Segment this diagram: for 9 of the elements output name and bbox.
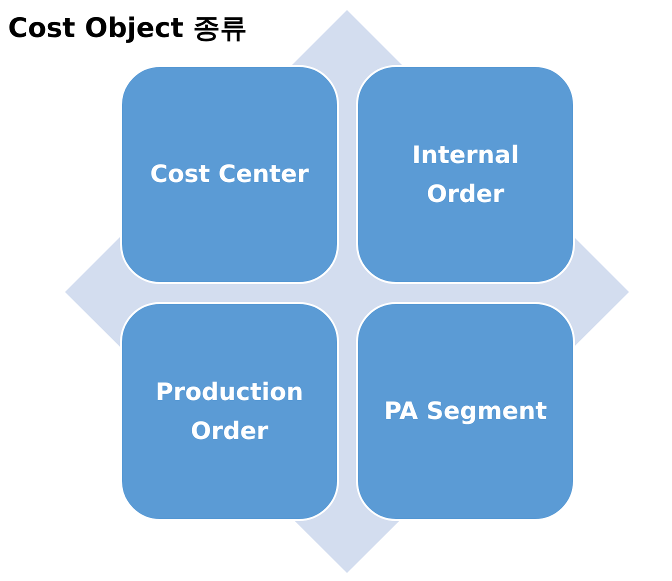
rounded-box xyxy=(356,65,575,284)
diagram-title: Cost Object 종류 xyxy=(8,12,247,46)
box-label: Cost Center xyxy=(149,159,310,190)
rounded-box xyxy=(120,302,339,521)
box-label: Internal Order xyxy=(410,140,520,210)
rounded-box xyxy=(120,65,339,284)
rounded-box xyxy=(356,302,575,521)
box-label: PA Segment xyxy=(383,396,548,428)
box-label: Production Order xyxy=(154,377,304,446)
